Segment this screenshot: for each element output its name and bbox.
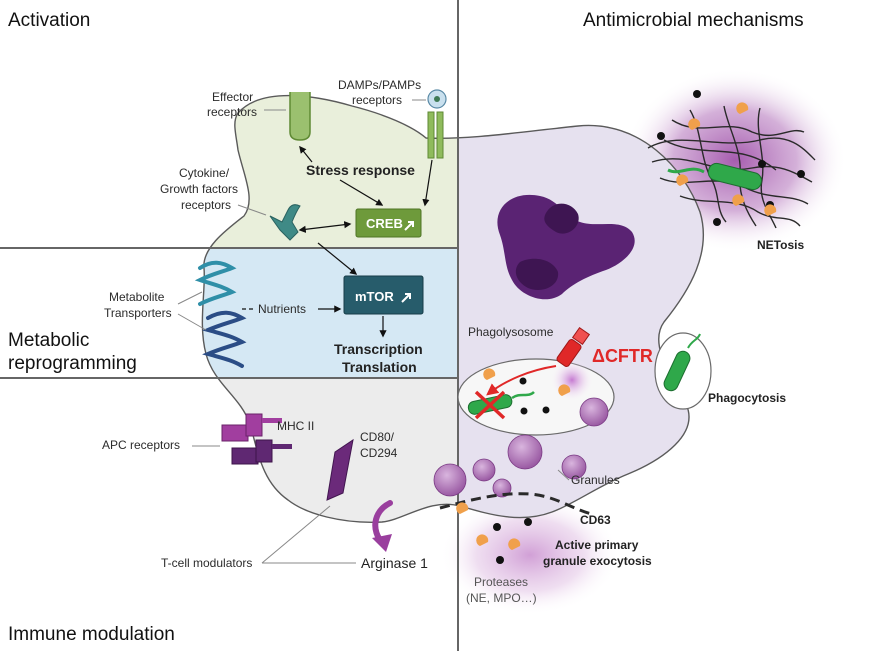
metabolite-label-line2: Transporters	[104, 306, 172, 320]
effector-label-line2: receptors	[207, 105, 257, 119]
translation-label: Translation	[342, 359, 417, 375]
metabolite-transporter-icon	[194, 260, 247, 368]
cftr-label: ΔCFTR	[592, 346, 653, 366]
nucleus-icon	[497, 194, 635, 300]
cell-membrane	[201, 94, 705, 523]
exocytosis-glow	[440, 495, 620, 615]
cytokine-receptor-icon	[269, 204, 301, 241]
granules-icon	[433, 397, 609, 498]
killed-bacteria-icon	[467, 390, 535, 420]
damps-receptor-icon	[427, 89, 447, 159]
cytokine-label-line3: receptors	[181, 198, 231, 212]
cytokine-label-line2: Growth factors	[160, 182, 238, 196]
nutrients-label: Nutrients	[258, 302, 306, 316]
phagolysosome-label: Phagolysosome	[468, 325, 554, 339]
netosis-label: NETosis	[757, 238, 804, 252]
cytokine-label-line1: Cytokine/	[179, 166, 230, 180]
effector-receptor-icon	[289, 92, 311, 141]
damps-label-line2: receptors	[352, 93, 402, 107]
cftr-glow	[550, 358, 594, 402]
net-protease-dots	[657, 90, 805, 226]
arginase-curved-arrow-icon	[372, 500, 393, 552]
apc-receptor-icon	[221, 413, 292, 465]
section-title-activation: Activation	[8, 10, 90, 31]
phagolysosome-contents	[483, 368, 571, 415]
cd63-label: CD63	[580, 513, 611, 527]
section-title-antimicrobial: Antimicrobial mechanisms	[583, 10, 804, 31]
section-title-immune: Immune modulation	[8, 624, 175, 645]
phagocytosis-label: Phagocytosis	[708, 391, 786, 405]
exocytosis-label-line1: Active primary	[555, 538, 639, 552]
section-title-metabolic-line2: reprogramming	[8, 353, 137, 374]
transcription-label: Transcription	[334, 341, 423, 357]
upregulated-arrow-icon	[404, 221, 414, 231]
mhc-label: MHC II	[277, 419, 314, 433]
exocytosis-label-line2: granule exocytosis	[543, 554, 652, 568]
exocytosis-content	[456, 502, 532, 564]
metabolite-label-line1: Metabolite	[109, 290, 165, 304]
proteases-label-line1: Proteases	[474, 575, 528, 589]
effector-label-line1: Effector	[212, 90, 253, 104]
cd80-label-line2: CD294	[360, 446, 398, 460]
granules-label: Granules	[571, 473, 620, 487]
creb-box: CREB	[355, 208, 422, 238]
mtor-box: mTOR	[343, 275, 424, 315]
apc-receptors-label: APC receptors	[102, 438, 180, 452]
cftr-arrow	[486, 365, 557, 396]
stress-response-label: Stress response	[306, 162, 415, 178]
proteases-label-line2: (NE, MPO…)	[466, 591, 537, 605]
cd80-label-line1: CD80/	[360, 430, 395, 444]
trapped-bacteria-icon	[667, 162, 762, 191]
cd80-receptor-icon	[326, 438, 354, 501]
damps-label-line1: DAMPs/PAMPs	[338, 78, 421, 92]
upregulated-arrow-icon	[401, 293, 411, 303]
phagocytosis-vesicle	[654, 332, 712, 410]
creb-label: CREB	[366, 216, 403, 231]
immune-region	[202, 378, 458, 523]
antimicrobial-region	[458, 95, 704, 523]
tcell-modulators-label: T-cell modulators	[161, 556, 252, 570]
mtor-label: mTOR	[355, 289, 394, 304]
cftr-channel-icon	[556, 326, 591, 367]
section-title-metabolic-line1: Metabolic	[8, 330, 89, 351]
arginase-label: Arginase 1	[361, 555, 428, 571]
